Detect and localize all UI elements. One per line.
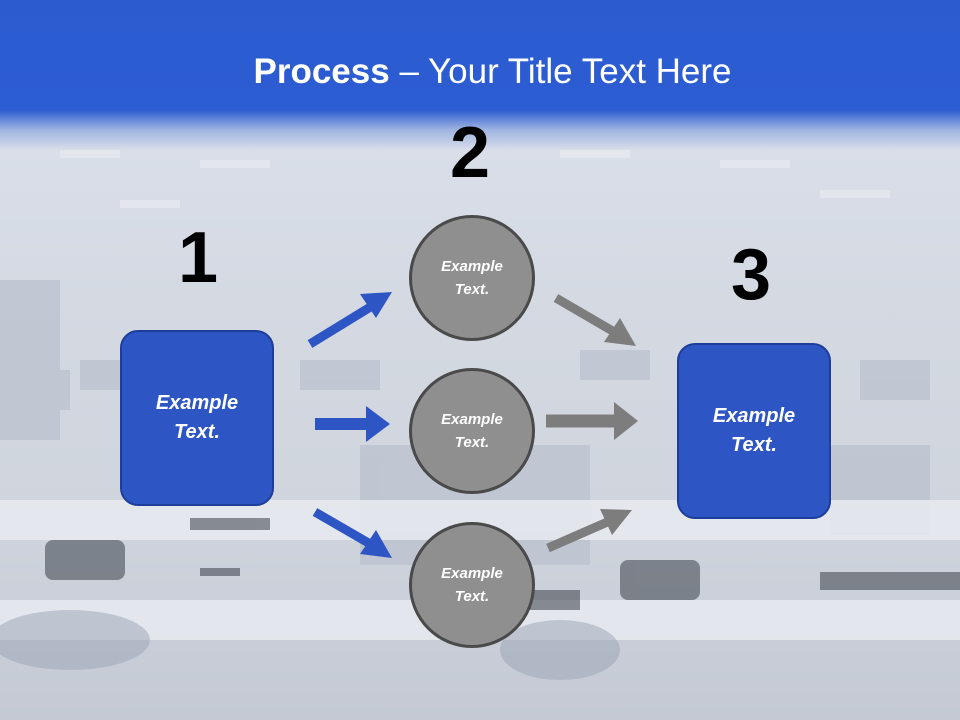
slide-title: Process – Your Title Text Here: [0, 52, 960, 92]
step-1-box[interactable]: Example Text.: [120, 330, 274, 506]
step-3-box[interactable]: Example Text.: [677, 343, 831, 519]
step-2-circle-bottom[interactable]: Example Text.: [409, 522, 535, 648]
step-2-circle-top[interactable]: Example Text.: [409, 215, 535, 341]
arrow-blue-down: [312, 508, 392, 558]
arrow-gray-up: [546, 509, 632, 553]
circle-bottom-text: Example Text.: [441, 565, 503, 605]
title-rest: – Your Title Text Here: [389, 52, 732, 91]
circle-middle-text: Example Text.: [441, 411, 503, 451]
arrow-blue-up: [307, 292, 392, 348]
step-number-1: 1: [178, 218, 219, 298]
arrow-gray-right: [546, 402, 638, 440]
step-3-box-text: Example Text.: [712, 405, 796, 456]
arrow-gray-down: [553, 294, 636, 346]
circle-top-text: Example Text.: [441, 258, 503, 298]
step-number-3: 3: [731, 235, 772, 315]
title-bold: Process: [253, 52, 390, 91]
step-1-box-text: Example Text.: [155, 392, 239, 443]
arrow-blue-right: [315, 406, 390, 442]
step-2-circle-middle[interactable]: Example Text.: [409, 368, 535, 494]
step-number-2: 2: [450, 113, 491, 193]
